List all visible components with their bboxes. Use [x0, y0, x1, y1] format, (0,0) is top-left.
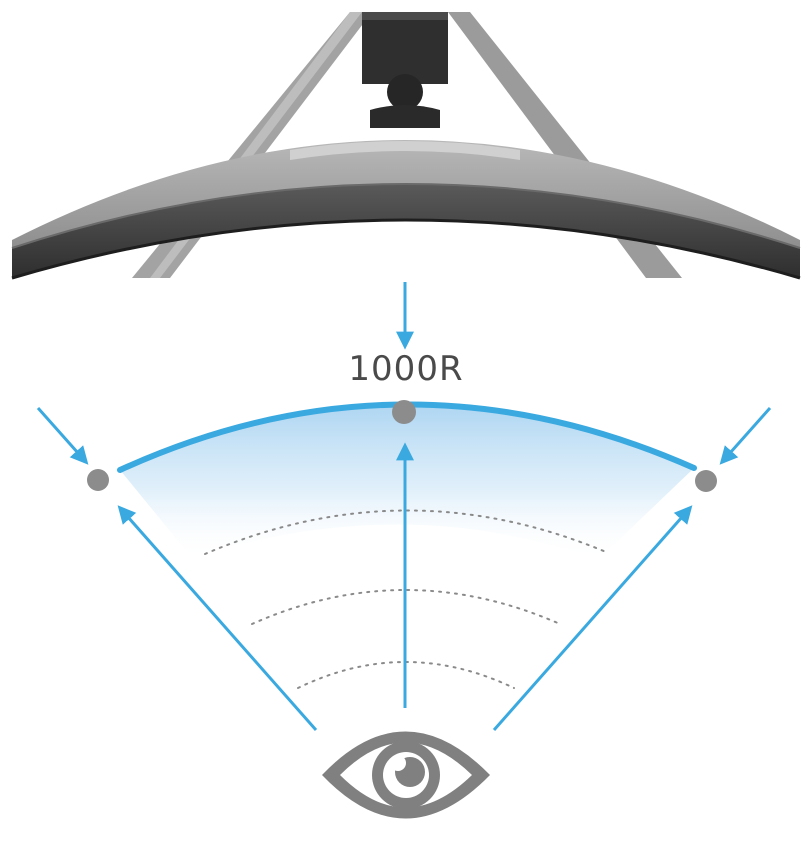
eye-icon	[322, 731, 490, 819]
stand-hinge	[387, 74, 423, 110]
sight-line-left	[117, 505, 318, 731]
distance-arc-1	[204, 509, 607, 555]
distance-arc-2	[251, 589, 561, 625]
monitor-back-shell	[12, 140, 800, 250]
edge-arrow-left	[36, 407, 89, 465]
curved-monitor-illustration	[11, 12, 801, 280]
viewing-field-fill	[120, 404, 694, 560]
sight-line-right	[492, 505, 693, 731]
point-left	[87, 469, 109, 491]
sight-lines	[117, 442, 693, 731]
point-center	[392, 400, 416, 424]
curvature-label: 1000R	[348, 349, 464, 389]
point-right	[695, 470, 717, 492]
edge-arrow-right	[719, 407, 772, 465]
monitor-panel	[12, 184, 800, 278]
stand-column	[362, 12, 448, 84]
